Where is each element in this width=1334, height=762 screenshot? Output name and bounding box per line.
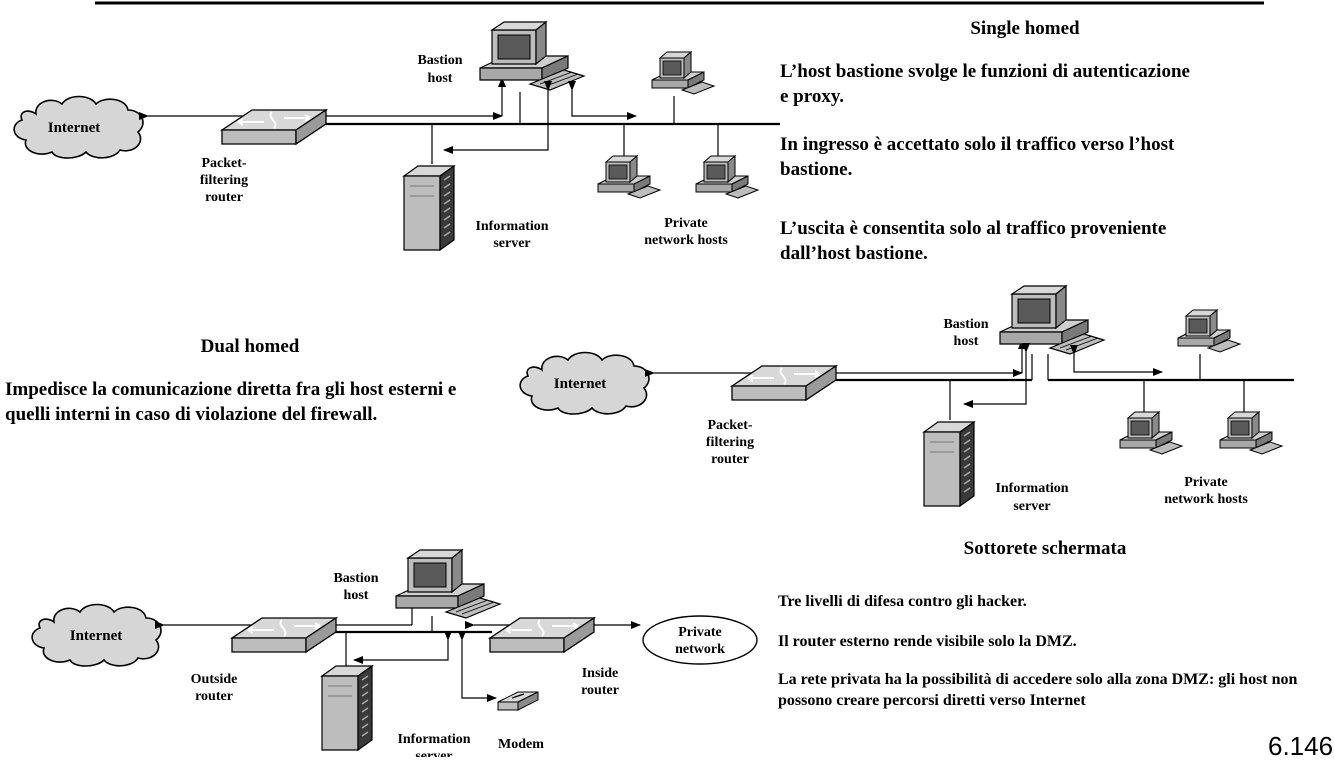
bastion-host-icon	[395, 549, 501, 619]
single-homed-diagram: Internet Packet- filtering router Bastio…	[13, 21, 780, 251]
dmz-to-modem-flow	[458, 631, 497, 702]
router-label-2: filtering	[200, 173, 248, 188]
router-icon	[221, 109, 327, 145]
private-label-1: Private	[664, 216, 708, 231]
single-homed-paragraph-1: L’host bastione svolge le funzioni di au…	[780, 61, 1190, 108]
private-network-ellipse	[642, 615, 758, 665]
single-homed-paragraph-3: L’uscita è consentita solo al traffico p…	[780, 218, 1167, 265]
bastion-label-1: Bastion	[333, 571, 378, 586]
inside-router-label-1: Inside	[582, 666, 619, 681]
info-label-2: server	[1013, 499, 1050, 514]
information-server-icon	[403, 165, 455, 251]
outside-router-label-2: router	[195, 689, 233, 704]
dual-homed-heading: Dual homed	[200, 336, 300, 357]
private-host-icon	[1119, 411, 1183, 455]
bastion-label-1: Bastion	[943, 317, 988, 332]
private-label-2: network hosts	[1164, 492, 1248, 507]
single-homed-heading: Single homed	[970, 18, 1080, 39]
info-label-1: Information	[475, 219, 548, 234]
bastion-to-private-flow	[568, 81, 637, 120]
bastion-host-icon	[999, 285, 1105, 355]
private-label-2: network hosts	[644, 233, 728, 248]
internet-label: Internet	[70, 628, 123, 644]
private-host-icon	[695, 155, 759, 199]
private-host-icon	[597, 155, 661, 199]
bastion-label-2: host	[954, 334, 979, 349]
router-label-3: router	[205, 190, 243, 205]
info-label-2: server	[415, 749, 452, 757]
router-label-2: filtering	[706, 435, 754, 450]
private-host-icon	[651, 51, 715, 95]
bastion-to-server-flow	[963, 343, 1030, 408]
dmz-to-server-flow	[353, 631, 452, 664]
page-number: 6.146	[1268, 731, 1334, 761]
outside-router-label-1: Outside	[191, 672, 238, 687]
screened-subnet-heading: Sottorete schermata	[963, 538, 1127, 559]
router-label-1: Packet-	[201, 156, 246, 171]
private-host-icon	[1219, 411, 1283, 455]
private-network-label-1: Private	[678, 625, 722, 640]
bastion-to-private-flow	[1070, 345, 1163, 376]
bastion-host-icon	[479, 21, 585, 91]
dual-homed-diagram: Internet Packet- filtering router Bastio…	[519, 285, 1294, 514]
router-label-1: Packet-	[707, 418, 752, 433]
inside-router-label-2: router	[581, 683, 619, 698]
information-server-icon	[923, 421, 975, 507]
info-label-2: server	[493, 236, 530, 251]
private-label-1: Private	[1184, 475, 1228, 490]
modem-label: Modem	[498, 737, 544, 752]
screened-subnet-paragraph-2: Il router esterno rende visibile solo la…	[778, 633, 1077, 650]
bastion-label-1: Bastion	[417, 53, 462, 68]
dual-homed-paragraph: Impedisce la comunicazione diretta fra g…	[5, 379, 457, 426]
information-server-icon	[321, 665, 373, 751]
router-icon	[731, 365, 837, 401]
screened-subnet-paragraph-3: La rete privata ha la possibilità di acc…	[778, 671, 1298, 710]
modem-icon	[497, 691, 539, 711]
info-label-1: Information	[397, 732, 470, 747]
bastion-to-server-flow	[443, 81, 552, 154]
outside-router-icon	[231, 617, 337, 653]
internet-label: Internet	[48, 120, 101, 136]
inside-router-icon	[489, 617, 595, 653]
router-label-3: router	[711, 452, 749, 467]
bastion-label-2: host	[428, 71, 453, 86]
internet-label: Internet	[554, 376, 607, 392]
info-label-1: Information	[995, 481, 1068, 496]
single-homed-paragraph-2: In ingresso è accettato solo il traffico…	[780, 134, 1175, 181]
screened-subnet-paragraph-1: Tre livelli di difesa contro gli hacker.	[778, 593, 1027, 610]
screened-subnet-diagram: Internet Outside router Bastion host Inf…	[31, 549, 758, 757]
private-network-label-2: network	[675, 642, 725, 657]
bastion-label-2: host	[344, 588, 369, 603]
private-host-icon	[1177, 309, 1241, 353]
